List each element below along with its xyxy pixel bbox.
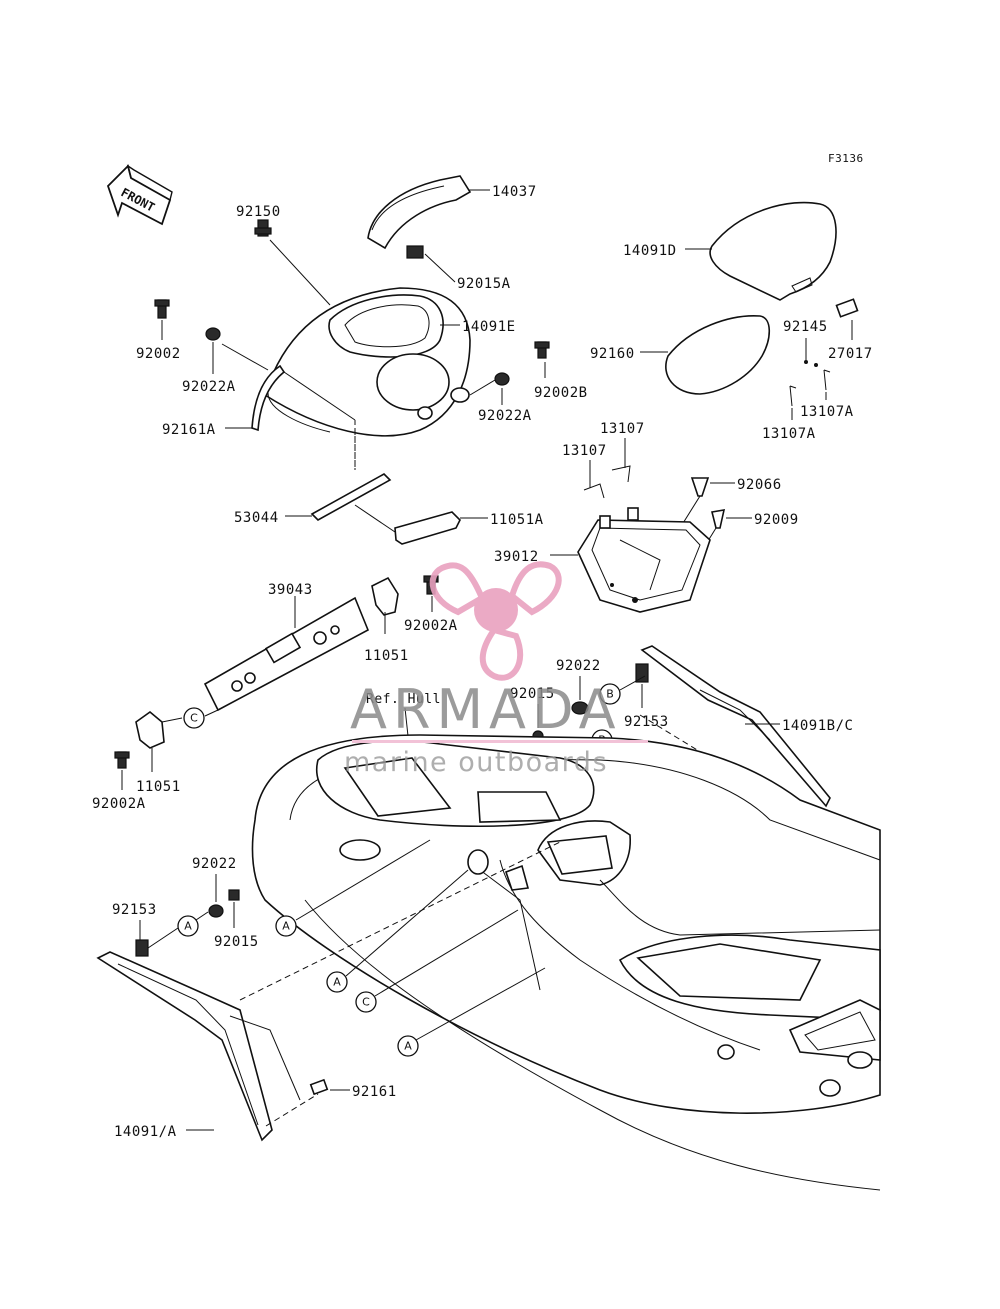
label-14091E: 14091E <box>462 319 516 335</box>
label-39043: 39043 <box>268 582 313 598</box>
plate-part <box>135 710 165 749</box>
watermark-underline <box>352 740 648 743</box>
bolt-icon <box>154 299 170 319</box>
label-39012: 39012 <box>494 549 539 565</box>
bolt-icon <box>534 341 550 359</box>
label-92015-low: 92015 <box>214 934 259 950</box>
figure-code: F3136 <box>828 152 864 165</box>
label-13107-a: 13107 <box>600 421 645 437</box>
label-92161-low: 92161 <box>352 1084 397 1100</box>
label-92153-low: 92153 <box>112 902 157 918</box>
label-13107A-right: 13107A <box>800 404 854 420</box>
label-92022A-left: 92022A <box>182 379 236 395</box>
hull-body <box>251 734 881 1191</box>
ref-circle-A3: A <box>333 976 341 989</box>
hinge-pin-icon <box>583 465 631 499</box>
ref-circle-C-low: C <box>362 996 370 1009</box>
side-cover-right-part <box>640 645 831 808</box>
handle-cover-part <box>367 175 472 250</box>
label-92002B: 92002B <box>534 385 588 401</box>
grommet-icon <box>135 939 149 957</box>
side-cover-left-part <box>96 951 301 1142</box>
label-92002-left: 92002 <box>136 346 181 362</box>
ref-circle-A1: A <box>184 920 192 933</box>
watermark-logo-icon <box>429 561 562 681</box>
washer-icon <box>494 372 510 386</box>
nut-icon <box>228 889 240 901</box>
grommet-icon <box>635 663 649 683</box>
label-11051A: 11051A <box>490 512 544 528</box>
label-13107A-bottom: 13107A <box>762 426 816 442</box>
washer-icon <box>571 701 589 715</box>
seat-lid-part <box>709 201 837 301</box>
panel-part <box>203 596 370 712</box>
clip-icon <box>814 363 818 367</box>
label-14091A: 14091/A <box>114 1124 177 1140</box>
seal-strip-part <box>309 1078 329 1096</box>
label-14091D: 14091D <box>623 243 677 259</box>
label-92009: 92009 <box>754 512 799 528</box>
label-92022-low: 92022 <box>192 856 237 872</box>
label-92160: 92160 <box>590 346 635 362</box>
label-92066: 92066 <box>737 477 782 493</box>
label-92161A: 92161A <box>162 422 216 438</box>
clip-icon <box>804 360 808 364</box>
ref-circle-A4: A <box>404 1040 412 1053</box>
label-11051-left: 11051 <box>136 779 181 795</box>
ref-circle-A2: A <box>282 920 290 933</box>
pin-icon <box>789 385 797 407</box>
label-92015-mid: 92015 <box>510 686 555 702</box>
label-92002A-left: 92002A <box>92 796 146 812</box>
ref-circle-B1: B <box>606 688 614 701</box>
dash-cover-part <box>264 287 471 437</box>
ref-hull-label: Ref. Hull <box>366 692 441 707</box>
bolt-icon <box>114 751 130 769</box>
storage-bin-part <box>577 507 711 613</box>
watermark-brand: ARMADA <box>350 678 622 741</box>
label-92022A-right: 92022A <box>478 408 532 424</box>
pin-icon <box>823 369 831 391</box>
screw-icon <box>690 477 710 497</box>
bolt-icon <box>254 219 272 237</box>
ref-circle-C-top: C <box>190 712 198 725</box>
label-14091BC: 14091B/C <box>782 718 853 734</box>
label-11051-mid: 11051 <box>364 648 409 664</box>
bracket-part <box>394 511 461 545</box>
label-13107-b: 13107 <box>562 443 607 459</box>
label-27017: 27017 <box>828 346 873 362</box>
label-92153-mid: 92153 <box>624 714 669 730</box>
label-92015A-top: 92015A <box>457 276 511 292</box>
label-92022-mid: 92022 <box>556 658 601 674</box>
front-arrow-icon: FRONT <box>106 164 173 226</box>
rod-part <box>310 473 392 521</box>
seat-pad-part <box>665 315 771 395</box>
label-92145: 92145 <box>783 319 828 335</box>
washer-icon <box>208 904 224 918</box>
watermark-tagline: marine outboards <box>344 747 608 778</box>
label-53044: 53044 <box>234 510 279 526</box>
nut-icon <box>406 245 424 259</box>
label-92002A-mid: 92002A <box>404 618 458 634</box>
plate-part <box>371 576 399 616</box>
label-14037: 14037 <box>492 184 537 200</box>
label-92150: 92150 <box>236 204 281 220</box>
washer-icon <box>205 327 221 341</box>
stopper-part <box>835 298 859 318</box>
screw-icon <box>711 509 726 529</box>
